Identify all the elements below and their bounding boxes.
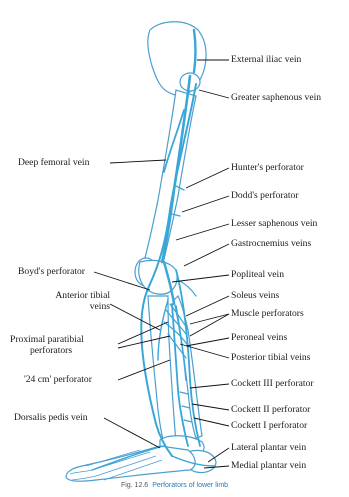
label-24cm-perforator: '24 cm' perforator <box>24 374 92 385</box>
label-lesser-saphenous-vein: Lesser saphenous vein <box>231 218 317 229</box>
label-cockett-3: Cockett III perforator <box>231 378 314 389</box>
label-boyds-perforator: Boyd's perforator <box>18 266 85 277</box>
label-gastrocnemius-veins: Gastrocnemius veins <box>231 238 311 249</box>
leader-deep-femoral <box>110 160 166 163</box>
leader-peroneal <box>186 338 229 346</box>
foot <box>66 446 195 481</box>
leader-gastrocnemius <box>184 244 229 266</box>
label-posterior-tibial-veins: Posterior tibial veins <box>231 352 310 363</box>
label-peroneal-veins: Peroneal veins <box>231 332 287 343</box>
label-hunters-perforator: Hunter's perforator <box>231 162 304 173</box>
label-anterior-tibial-line2: veins <box>30 301 110 312</box>
label-greater-saphenous-vein: Greater saphenous vein <box>231 92 321 103</box>
label-medial-plantar-vein: Medial plantar vein <box>231 460 306 471</box>
label-proximal-paratibial-line2: perforators <box>30 345 72 356</box>
leader-popliteal <box>172 275 229 282</box>
leader-muscle-2 <box>190 314 229 336</box>
label-proximal-paratibial-line1: Proximal paratibial <box>10 334 84 345</box>
label-muscle-perforators: Muscle perforators <box>231 308 304 319</box>
tibia <box>148 296 176 444</box>
figure-number: Fig. 12.6 <box>121 482 148 489</box>
label-popliteal-vein: Popliteal vein <box>231 269 284 280</box>
leader-muscle-1 <box>190 314 229 324</box>
figure-title: Perforators of lower limb <box>152 482 228 489</box>
leader-greater-saphenous <box>199 90 229 98</box>
label-dodds-perforator: Dodd's perforator <box>231 190 299 201</box>
label-soleus-veins: Soleus veins <box>231 290 279 301</box>
label-dorsalis-pedis-vein: Dorsalis pedis vein <box>14 412 88 423</box>
label-external-iliac-vein: External iliac vein <box>231 54 301 65</box>
label-lateral-plantar-vein: Lateral plantar vein <box>231 442 306 453</box>
label-deep-femoral-vein: Deep femoral vein <box>18 157 89 168</box>
leader-dodds <box>182 196 229 212</box>
label-cockett-1: Cockett I perforator <box>231 420 307 431</box>
leader-hunters <box>186 168 229 188</box>
label-anterior-tibial-line1: Anterior tibial <box>30 290 110 301</box>
femur <box>144 90 196 268</box>
leader-lesser-saphenous <box>176 224 229 240</box>
figure-caption: Fig. 12.6 Perforators of lower limb <box>0 482 349 489</box>
leader-soleus <box>186 296 229 316</box>
leader-dorsalis-pedis <box>104 418 160 448</box>
label-cockett-2: Cockett II perforator <box>231 404 310 415</box>
